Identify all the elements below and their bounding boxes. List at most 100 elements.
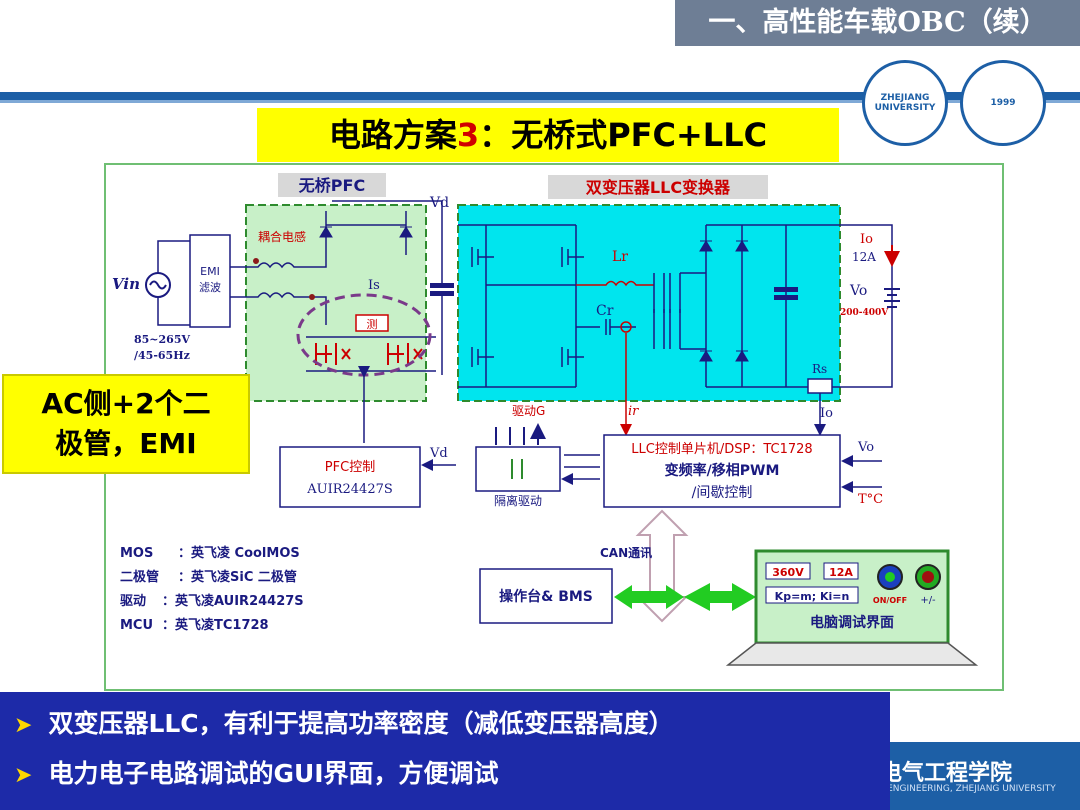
console-link-arrow — [614, 585, 684, 609]
callout-line-1: AC侧+2个二 — [41, 387, 211, 420]
pfc-diode-1 — [319, 226, 333, 238]
bullet-text-2: 电力电子电路调试的GUI界面，方便调试 — [48, 759, 499, 788]
slide-title-suffix: ：无桥式PFC+LLC — [479, 116, 768, 154]
coupled-inductor-label: 耦合电感 — [258, 229, 306, 244]
pfc-control-box — [279, 446, 421, 508]
llc-mosfets — [471, 247, 584, 367]
llc-region — [457, 204, 841, 402]
bullet-arrow-icon: ➤ — [14, 763, 33, 788]
ir-label: ir — [628, 404, 639, 419]
drive-g-label: 驱动G — [512, 404, 545, 418]
bullet-panel: ➤ 双变压器LLC，有利于提高功率密度（减低变压器高度） ➤ 电力电子电路调试的GU… — [0, 692, 890, 810]
zju-logo: ZHEJIANG UNIVERSITY — [862, 60, 948, 146]
gui-onoff-label: ON/OFF — [873, 596, 907, 605]
gui-voltage-field[interactable] — [765, 562, 811, 580]
part-driver-val: ：英飞凌AUIR24427S — [162, 593, 304, 609]
llc-controller-line3: /间歇控制 — [692, 485, 753, 501]
inductor-bottom — [230, 292, 327, 325]
gui-current-field[interactable] — [823, 562, 859, 580]
vo-range: 200-400V — [840, 308, 889, 318]
vin-range-2: /45-65Hz — [134, 349, 190, 362]
section-header: 一、高性能车载OBC（续） — [675, 0, 1080, 46]
console-bms-label: 操作台& BMS — [499, 588, 593, 605]
part-mos-val: ：英飞凌 CoolMOS — [178, 545, 300, 561]
vin-range-1: 85~265V — [134, 333, 190, 346]
llc-label: 双变压器LLC变换器 — [586, 178, 731, 197]
pfc-label: 无桥PFC — [298, 176, 365, 195]
isolated-drive-label: 隔离驱动 — [494, 493, 542, 508]
pfc-control-line2: AUIR24427S — [306, 482, 393, 497]
gui-pid-field[interactable] — [765, 586, 859, 604]
gui-link-arrow — [684, 583, 756, 611]
console-bms-box — [479, 568, 613, 624]
part-driver-key: 驱动 — [120, 594, 146, 609]
can-label: CAN通讯 — [600, 545, 652, 560]
college-logo: 1999 — [960, 60, 1046, 146]
ac-side-callout: AC侧+2个二 极管，EMI — [2, 374, 250, 474]
slide-title-number: 3 — [456, 116, 480, 154]
part-mos-key: MOS — [120, 546, 153, 561]
gui-plusminus-label: +/- — [920, 595, 936, 606]
emi-filter-box — [189, 234, 231, 328]
is-label: Is — [368, 278, 380, 293]
circuit-svg: 无桥PFC 双变压器LLC变换器 Vin 85~265V /45-65Hz EM… — [112, 173, 979, 666]
vin-label: Vin — [112, 275, 140, 293]
slide-title-prefix: 电路方案 — [328, 116, 457, 154]
llc-controller-line1: LLC控制单片机/DSP：TC1728 — [631, 442, 812, 457]
secondary-diodes — [699, 240, 749, 362]
top-accent-line — [0, 100, 1080, 103]
current-sense — [355, 314, 389, 332]
bullet-item-1: ➤ 双变压器LLC，有利于提高功率密度（减低变压器高度） — [14, 704, 674, 740]
bulk-capacitor — [430, 291, 454, 296]
resonant-capacitor — [576, 319, 636, 335]
io-top-label: Io — [860, 232, 873, 247]
laptop-base — [725, 642, 979, 666]
gui-voltage: 360V — [772, 566, 804, 579]
slide-title: 电路方案3：无桥式PFC+LLC — [257, 108, 839, 162]
college-name-en: COLLEGE OF ELECTRICAL ENGINEERING, ZHEJI… — [770, 784, 1056, 794]
pfc-label-bg — [278, 173, 386, 197]
inductor-top — [230, 225, 327, 269]
pfc-mosfet-2 — [387, 343, 423, 365]
parts-list: MOS ：英飞凌 CoolMOS 二极管 ：英飞凌SiC 二极管 驱动 ：英飞凌… — [120, 545, 304, 633]
llc-controller-box — [603, 434, 841, 508]
output-capacitor — [774, 295, 798, 300]
part-mcu-key: MCU — [120, 618, 153, 633]
gui-current: 12A — [829, 566, 853, 579]
pfc-region — [245, 204, 427, 402]
part-diode-key: 二极管 — [120, 569, 159, 585]
part-mcu-val: ：英飞凌TC1728 — [162, 617, 269, 633]
pfc-control-line1: PFC控制 — [325, 460, 375, 475]
can-arrow — [635, 509, 689, 623]
vo-label: Vo — [849, 283, 867, 299]
bullet-item-2: ➤ 电力电子电路调试的GUI界面，方便调试 — [14, 754, 499, 790]
emi-line-2: 滤波 — [199, 281, 221, 294]
vd-mid-label: Vd — [429, 446, 448, 461]
lr-label: Lr — [612, 249, 628, 265]
vo-input-label: Vo — [857, 440, 874, 455]
gui-pid: Kp=m; Ki=n — [775, 590, 850, 603]
dual-transformer — [653, 273, 681, 349]
bullet-arrow-icon: ➤ — [14, 713, 33, 738]
sense-label: 测 — [367, 318, 378, 331]
temperature-label: T°C — [858, 492, 883, 507]
rs-label: Rs — [812, 362, 827, 376]
callout-line-2: 极管，EMI — [55, 427, 197, 460]
college-name-cn: 电气工程学院 — [880, 761, 1013, 786]
llc-label-bg — [548, 175, 768, 199]
vd-top-label: Vd — [429, 195, 449, 211]
drive-arrows — [495, 427, 538, 445]
io-value: 12A — [852, 250, 876, 264]
isolated-drive-box — [475, 446, 561, 492]
battery-icon — [884, 288, 900, 308]
zju-logo-text: ZHEJIANG UNIVERSITY — [874, 93, 936, 113]
gui-label: 电脑调试界面 — [810, 614, 894, 631]
pfc-diode-2 — [399, 226, 413, 238]
rs-resistor — [807, 378, 833, 394]
resonant-inductor — [576, 280, 654, 287]
cr-label: Cr — [596, 303, 614, 319]
bullet-text-1: 双变压器LLC，有利于提高功率密度（减低变压器高度） — [48, 709, 674, 738]
pfc-mosfet-1 — [315, 343, 351, 365]
college-logo-year: 1999 — [990, 98, 1016, 108]
emi-line-1: EMI — [200, 265, 220, 278]
